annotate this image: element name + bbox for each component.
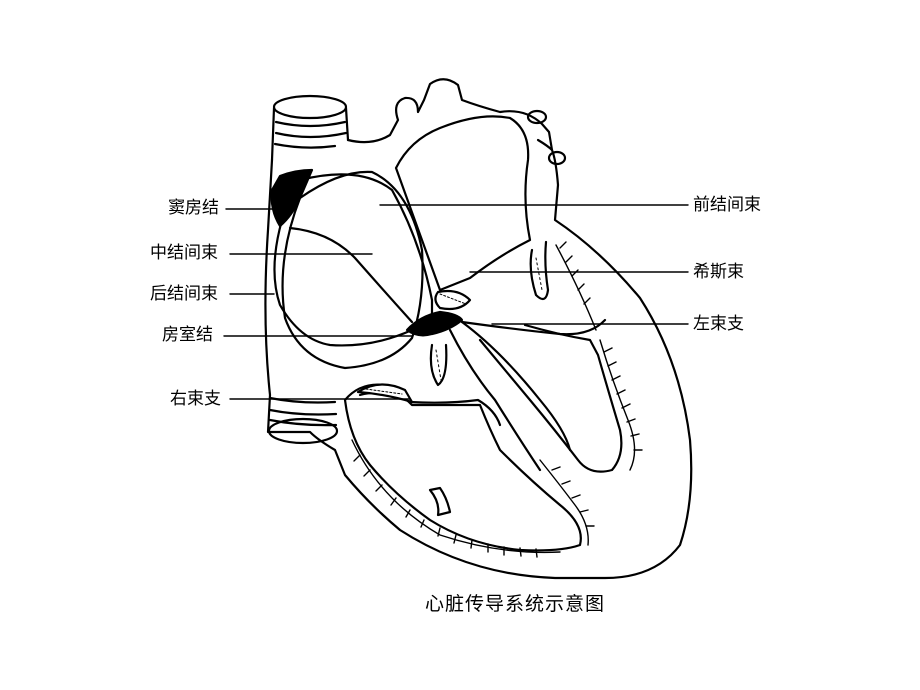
his-bundle-shape [434, 289, 472, 311]
left-ventricle [478, 323, 623, 473]
anterior-internodal-path [298, 173, 434, 320]
heart-outline [268, 78, 693, 580]
label-sa-node: 窦房结 [168, 198, 219, 218]
label-av-node: 房室结 [162, 325, 213, 345]
label-left-bundle-branch: 左束支 [693, 314, 744, 334]
purkinje-fibers-left [539, 241, 643, 546]
mitral-leaflet [529, 240, 550, 301]
label-middle-internodal: 中结间束 [150, 243, 218, 263]
right-bundle-branch-path [358, 391, 502, 427]
label-his-bundle: 希斯束 [693, 262, 744, 282]
interventricular-septum [448, 328, 542, 472]
label-anterior-internodal: 前结间束 [693, 195, 761, 215]
av-node-shape [405, 310, 464, 337]
heart-left-wall [264, 158, 274, 434]
tricuspid-leaflet [429, 343, 448, 387]
right-atrium [281, 170, 424, 370]
purkinje-fibers-right [351, 439, 561, 558]
aortic-branches [526, 109, 567, 166]
leader-lines [223, 204, 689, 400]
left-bundle-branch-path [460, 318, 607, 336]
sa-node-shape [270, 168, 314, 228]
posterior-internodal-path [273, 218, 414, 347]
inferior-vena-cava [267, 396, 339, 445]
label-right-bundle-branch: 右束支 [170, 389, 221, 409]
right-bundle-node [356, 383, 414, 404]
diagram-caption: 心脏传导系统示意图 [425, 593, 606, 615]
label-posterior-internodal: 后结间束 [150, 284, 218, 304]
middle-internodal-path [288, 226, 414, 324]
papillary-muscle [428, 486, 452, 517]
superior-vena-cava [270, 94, 350, 162]
left-atrium [394, 115, 532, 292]
